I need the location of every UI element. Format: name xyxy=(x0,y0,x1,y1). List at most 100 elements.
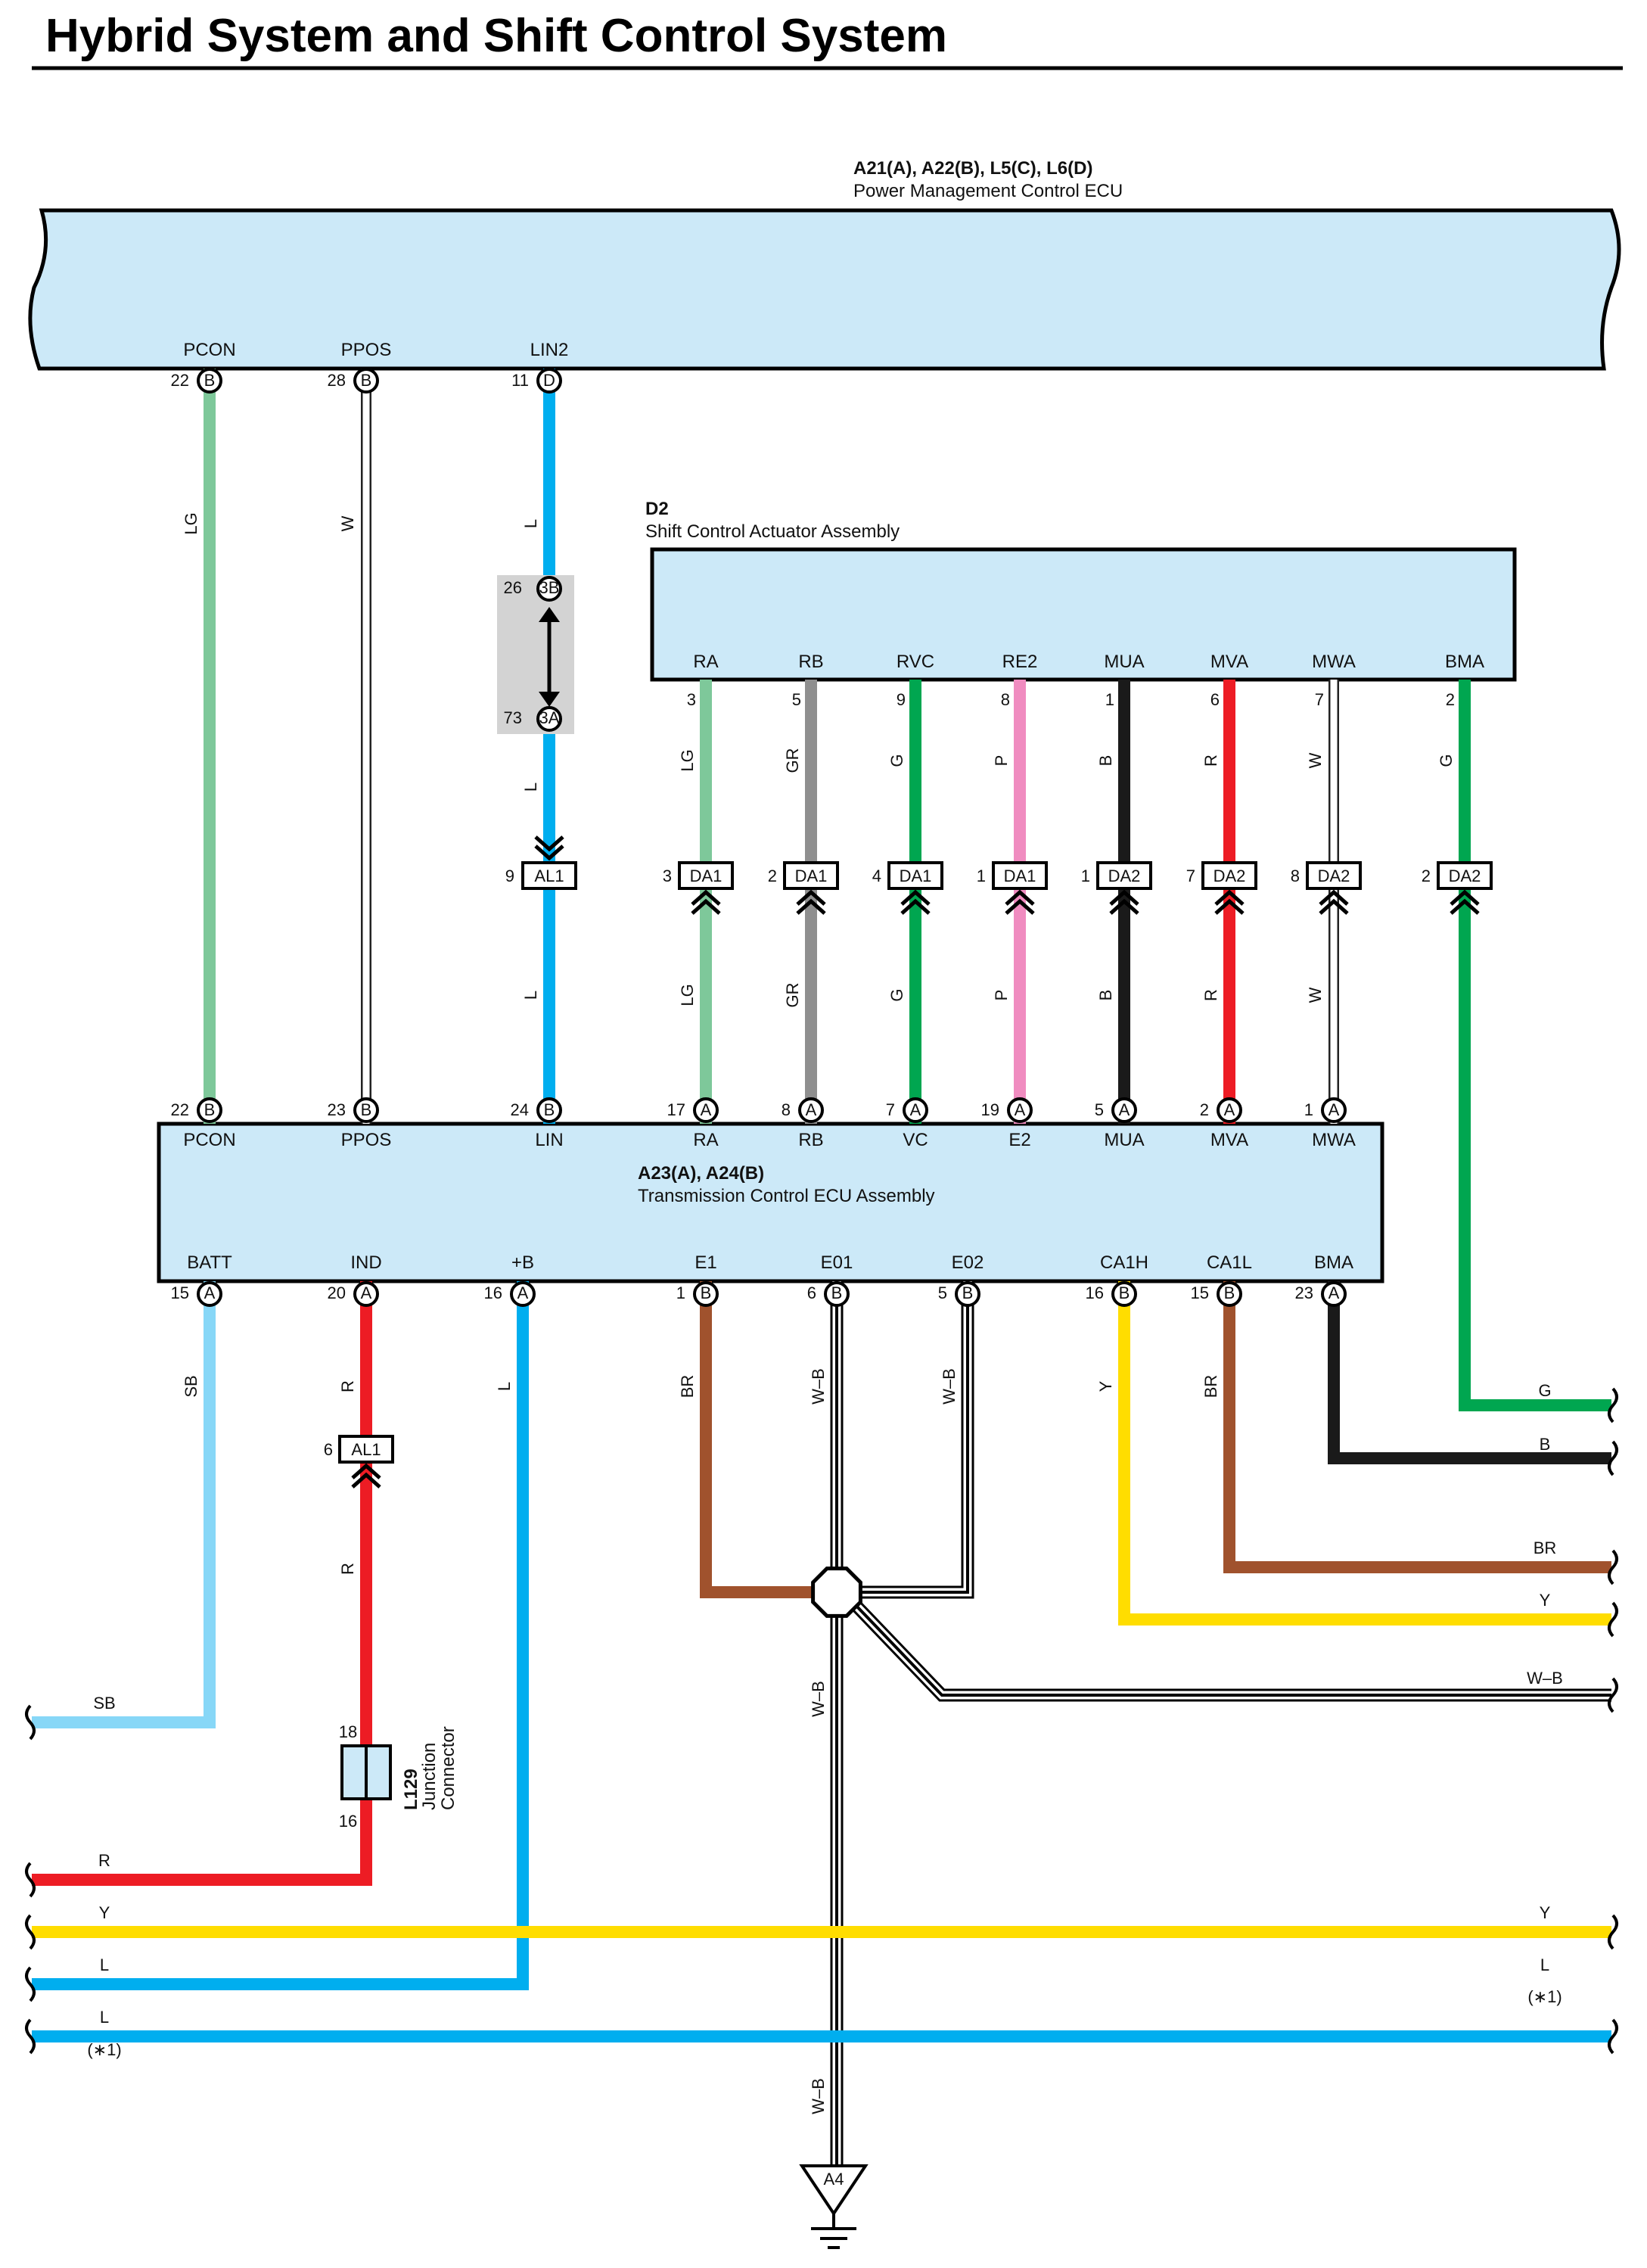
d2-pin-ra: RA xyxy=(693,652,718,672)
l129-pin-bottom: 16 xyxy=(339,1812,357,1831)
svg-text:A: A xyxy=(1119,1100,1130,1119)
svg-text:B: B xyxy=(1224,1283,1235,1302)
junction-arrow-up xyxy=(539,607,560,622)
d2-name: Shift Control Actuator Assembly xyxy=(645,521,900,542)
svg-text:A: A xyxy=(1328,1100,1340,1119)
svg-text:AL1: AL1 xyxy=(534,866,564,885)
svg-text:B: B xyxy=(1119,1283,1130,1302)
d2-num-re2: 8 xyxy=(1001,690,1010,709)
right-wavy-end-2 xyxy=(1608,1549,1618,1585)
svg-text:1: 1 xyxy=(977,866,986,885)
wire-label: G xyxy=(1437,754,1456,767)
wire-label-wb-2: W–B xyxy=(809,2078,828,2114)
right-wavy-end-6 xyxy=(1608,2018,1618,2055)
svg-text:24: 24 xyxy=(511,1100,529,1119)
svg-text:6: 6 xyxy=(807,1283,816,1302)
svg-text:7: 7 xyxy=(1186,866,1195,885)
wire-label-ppos: W xyxy=(338,515,357,531)
left-wavy-end-4 xyxy=(25,2018,36,2055)
left-wire-l1: L xyxy=(100,1955,109,1974)
splice-octagon xyxy=(811,1566,862,1618)
d2-num-ra: 3 xyxy=(687,690,696,709)
svg-text:8: 8 xyxy=(782,1100,791,1119)
left-wire-l2: L xyxy=(100,2008,109,2027)
svg-text:B: B xyxy=(361,1100,372,1119)
svg-text:DA1: DA1 xyxy=(1004,866,1036,885)
wire-label: R xyxy=(1201,989,1220,1001)
wire-e02-outline xyxy=(855,1281,974,1599)
svg-text:E02: E02 xyxy=(952,1252,984,1273)
mid-conn-box-6 xyxy=(1306,861,1362,890)
svg-text:20: 20 xyxy=(328,1283,346,1302)
mid-conn-box-5 xyxy=(1201,861,1257,890)
mid-conn-box-7 xyxy=(1437,861,1493,890)
svg-text:8: 8 xyxy=(1291,866,1300,885)
wire-label: W xyxy=(1306,752,1325,768)
wire-label-wb-1: W–B xyxy=(809,1681,828,1717)
mid-conn-chevron-6 xyxy=(1319,889,1349,915)
tcu-pin-lin: 24 B LIN xyxy=(511,1100,564,1150)
right-wavy-end-0 xyxy=(1608,1387,1618,1423)
svg-text:E1: E1 xyxy=(695,1252,716,1273)
svg-text:23: 23 xyxy=(1295,1283,1313,1302)
pm-pin-lin2: LIN2 11 D xyxy=(511,340,568,390)
svg-text:A: A xyxy=(517,1283,529,1302)
svg-text:B: B xyxy=(544,1100,555,1119)
wire-label-ind-2: R xyxy=(338,1563,357,1575)
junction-bottom-num: 73 xyxy=(504,708,522,727)
wire-plusb xyxy=(32,1281,529,1990)
pm-pin-ppos: PPOS 28 B xyxy=(328,340,392,390)
d2-pin-re2: RE2 xyxy=(1002,652,1038,672)
d2-pin-numbers: 3 5 9 8 1 6 7 2 xyxy=(687,690,1455,709)
svg-text:CA1L: CA1L xyxy=(1207,1252,1252,1273)
ind-conn-chevron xyxy=(351,1463,381,1489)
right-wire-g: G xyxy=(1538,1381,1551,1400)
tcu-pin-ca1l: CA1L 15 B xyxy=(1191,1252,1253,1302)
l129-name-1: Junction xyxy=(419,1743,440,1810)
svg-text:A: A xyxy=(1224,1100,1235,1119)
junction-top-conn: 3B xyxy=(539,578,560,597)
svg-text:5: 5 xyxy=(938,1283,947,1302)
svg-text:PCON: PCON xyxy=(183,1130,235,1150)
wire-label-plusb: L xyxy=(495,1382,514,1391)
pm-pin-pcon: PCON 22 B xyxy=(171,340,236,390)
wire-label: LG xyxy=(678,984,697,1006)
tcu-bottom-pin-circle-8 xyxy=(1321,1281,1347,1307)
tcu-top-pin-circle-4 xyxy=(798,1097,824,1123)
wire-label: B xyxy=(1096,990,1115,1001)
left-wire-labels: SB R Y L L (∗1) xyxy=(87,1694,121,2059)
d2-pin-rvc: RVC xyxy=(897,652,934,672)
d2-pin-labels: RA RB RVC RE2 MUA MVA MWA BMA xyxy=(693,652,1484,672)
ground-symbol: A4 xyxy=(799,2164,869,2249)
svg-text:3: 3 xyxy=(663,866,672,885)
svg-text:LIN: LIN xyxy=(535,1130,563,1150)
svg-text:15: 15 xyxy=(1191,1283,1209,1302)
d2-box xyxy=(650,547,1517,682)
wire-ind xyxy=(32,1281,372,1886)
d2-pin-bma: BMA xyxy=(1445,652,1484,672)
wire-label-e1: BR xyxy=(678,1375,697,1398)
mid-conn-chevron-5 xyxy=(1214,889,1245,915)
right-wire-br: BR xyxy=(1534,1538,1557,1557)
junction-bottom-conn: 3A xyxy=(539,708,560,727)
svg-text:7: 7 xyxy=(886,1100,895,1119)
page-title: Hybrid System and Shift Control System xyxy=(45,10,947,62)
svg-text:4: 4 xyxy=(872,866,881,885)
svg-text:E2: E2 xyxy=(1008,1130,1030,1150)
mid-conn-box-al1 xyxy=(521,861,577,890)
wire-label-batt: SB xyxy=(182,1375,200,1397)
right-wire-l: L xyxy=(1540,1955,1549,1974)
svg-text:16: 16 xyxy=(484,1283,502,1302)
wire-wb-right xyxy=(853,1603,1611,1697)
right-wire-y: Y xyxy=(1540,1591,1551,1610)
tcu-bottom-pin-circle-7 xyxy=(1217,1281,1242,1307)
wire-label-ind-1: R xyxy=(338,1380,357,1392)
pm-pin-circle-1 xyxy=(353,368,379,394)
right-wire-b: B xyxy=(1540,1435,1551,1454)
